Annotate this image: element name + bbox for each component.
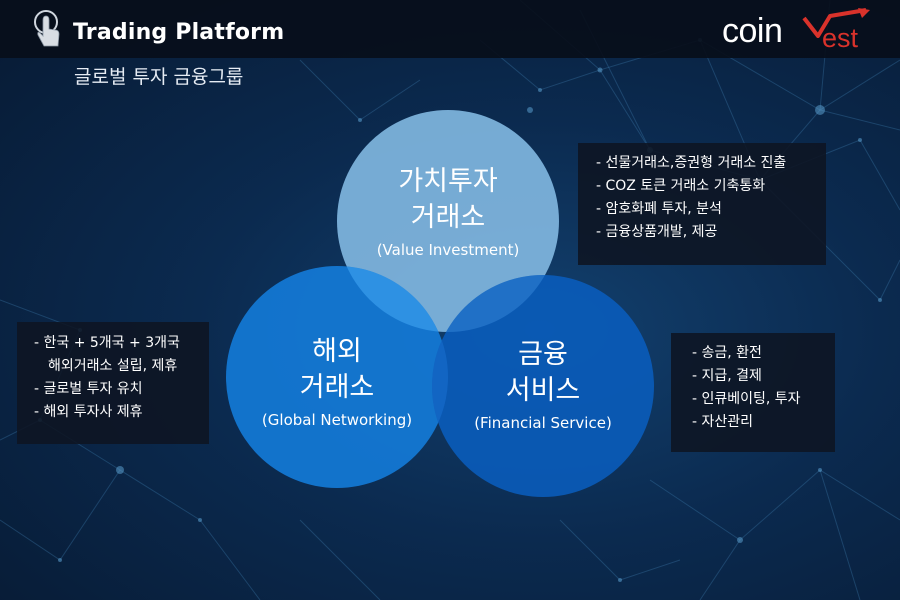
logo-text-est: est	[822, 23, 859, 53]
list-item: - 암호화폐 투자, 분석	[596, 201, 722, 217]
financial-service-circle: 금융 서비스 (Financial Service)	[432, 275, 654, 497]
list-item: - 금융상품개발, 제공	[596, 224, 718, 240]
financial-subtitle: (Financial Service)	[474, 414, 612, 432]
list-item: - 해외 투자사 제휴	[34, 404, 143, 420]
financial-service-panel: - 송금, 환전 - 지급, 결제 - 인큐베이팅, 투자 - 자산관리	[671, 333, 835, 452]
page-title: Trading Platform	[73, 20, 285, 45]
list-item: - 인큐베이팅, 투자	[692, 391, 801, 407]
logo-text-coin: coin	[722, 12, 783, 50]
value-title-line1: 가치투자	[398, 166, 498, 197]
list-item: - 한국 + 5개국 + 3개국	[34, 335, 180, 351]
list-item: - 자산관리	[692, 414, 754, 430]
touch-hand-icon	[34, 10, 60, 47]
list-item: - COZ 토큰 거래소 기축통화	[596, 178, 766, 194]
coinvest-logo: coin est	[722, 8, 872, 54]
financial-title-line2: 서비스	[505, 375, 581, 406]
global-subtitle: (Global Networking)	[261, 411, 413, 429]
logo-arrow-icon	[802, 8, 870, 38]
global-networking-circle: 해외 거래소 (Global Networking)	[226, 266, 448, 488]
list-item: - 선물거래소,증권형 거래소 진출	[596, 155, 787, 171]
header-bar	[0, 0, 900, 58]
global-networking-panel: - 한국 + 5개국 + 3개국 해외거래소 설립, 제휴 - 글로벌 투자 유…	[17, 322, 209, 444]
global-title-line1: 해외	[312, 336, 362, 367]
list-item-continuation: 해외거래소 설립, 제휴	[48, 358, 178, 374]
value-subtitle: (Value Investment)	[376, 241, 520, 259]
global-title-line2: 거래소	[299, 372, 375, 403]
list-item: - 지급, 결제	[692, 368, 762, 384]
value-investment-panel: - 선물거래소,증권형 거래소 진출 - COZ 토큰 거래소 기축통화 - 암…	[578, 143, 826, 265]
list-item: - 글로벌 투자 유치	[34, 381, 143, 397]
list-item: - 송금, 환전	[692, 345, 762, 361]
value-title-line2: 거래소	[410, 202, 486, 233]
page-subtitle: 글로벌 투자 금융그룹	[74, 66, 244, 88]
financial-title-line1: 금융	[518, 339, 568, 370]
